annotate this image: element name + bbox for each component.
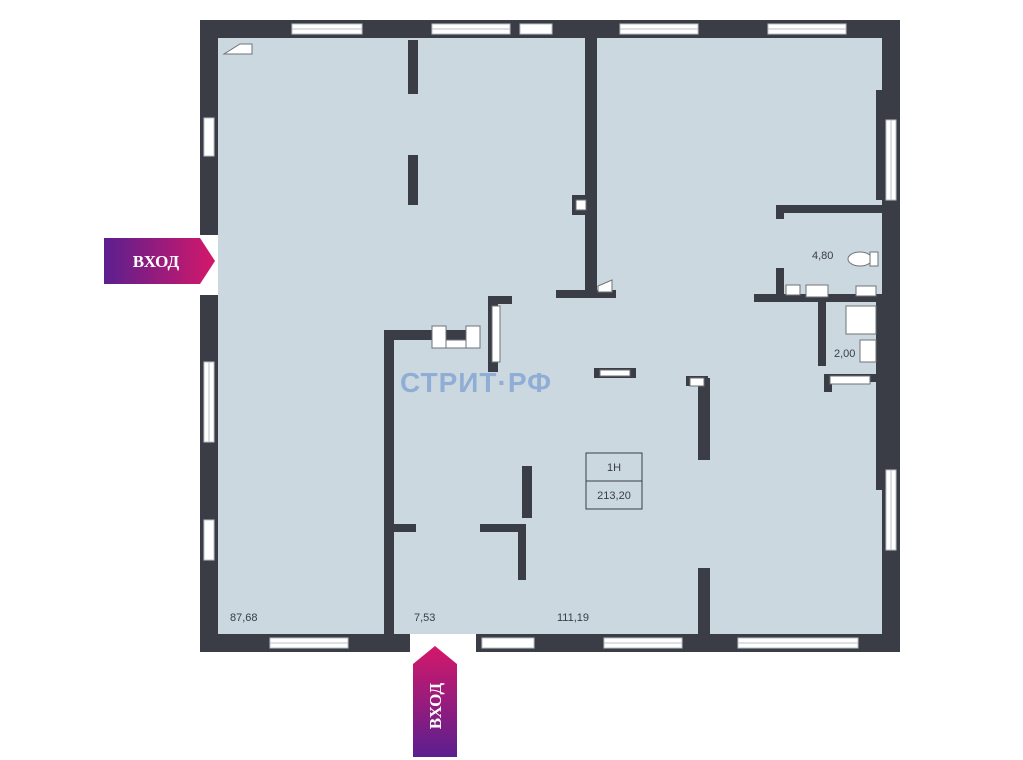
room-west-area: 87,68: [230, 612, 258, 624]
windows-left: [203, 117, 215, 561]
entrance-south-label: ВХОД: [426, 682, 445, 729]
unit-name: 1Н: [607, 462, 621, 474]
room-main-area: 111,19: [557, 612, 589, 624]
room-wc2-area: 2,00: [834, 348, 855, 360]
unit-area: 213,20: [597, 490, 631, 502]
entrance-west-label: ВХОД: [133, 252, 180, 271]
entrance-south-arrow: ВХОД: [413, 646, 457, 757]
room-wc-area: 4,80: [812, 250, 833, 262]
windows-bottom: [269, 637, 859, 649]
door-south-gap: [410, 634, 476, 652]
windows-right: [885, 119, 897, 551]
fixtures: [431, 199, 879, 387]
entrance-west-arrow: ВХОД: [104, 238, 215, 284]
watermark-text: СТРИТ·РФ: [400, 367, 552, 398]
windows-top: [291, 23, 847, 35]
unit-label: 1Н 213,20: [585, 452, 643, 510]
room-small-area: 7,53: [414, 612, 435, 624]
floor-area: [218, 38, 882, 634]
corner-wedge: [222, 43, 253, 55]
